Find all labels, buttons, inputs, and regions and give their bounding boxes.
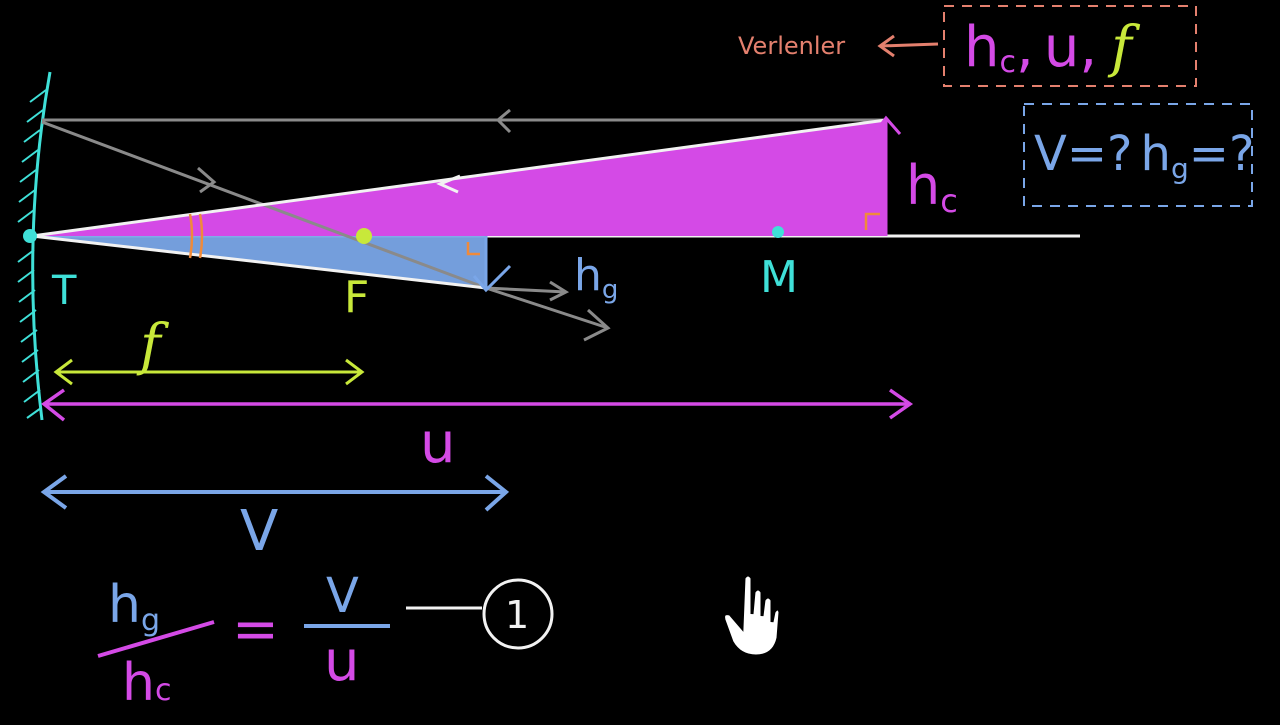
- image-distance-label: V: [240, 499, 278, 564]
- eq-denominator-right: u: [324, 629, 360, 694]
- eq-numerator-left: hg: [108, 575, 160, 638]
- given-box: [943, 5, 1197, 87]
- focal-length-label: f: [136, 313, 170, 378]
- given-vars: hc,u,f: [964, 15, 1141, 80]
- image-height-label: hg: [574, 250, 618, 305]
- equation-number: 1: [505, 593, 529, 637]
- unknowns-text: V=?hg=?: [1034, 126, 1254, 185]
- angle-marks: [188, 212, 880, 259]
- object-arrow: [872, 115, 902, 236]
- given-label: Verlenler: [738, 32, 845, 60]
- focus-point: [356, 228, 372, 244]
- image-distance-arrow: [40, 474, 510, 512]
- center-point: [772, 226, 784, 238]
- focal-length-arrow: [53, 358, 365, 386]
- arrow-left-icon: [877, 34, 939, 58]
- focus-label: F: [344, 272, 369, 323]
- object-distance-arrow: [41, 388, 914, 422]
- pole-label: T: [51, 268, 77, 314]
- center-label: M: [760, 252, 798, 303]
- hand-cursor-icon: [722, 573, 782, 658]
- eq-equals: =: [232, 597, 279, 662]
- concave-mirror: [17, 71, 52, 421]
- image-arrow: [472, 236, 512, 293]
- magnification-equation: hg hc = V u 1: [97, 568, 554, 713]
- object-distance-label: u: [420, 411, 456, 476]
- eq-numerator-right: V: [326, 568, 359, 624]
- white-rays: [31, 118, 887, 290]
- eq-denominator-left: hc: [122, 653, 171, 713]
- object-height-label: hc: [906, 154, 958, 220]
- unknowns-box: [1023, 103, 1253, 207]
- equation-number-circle: [482, 578, 554, 650]
- pole-point: [23, 229, 37, 243]
